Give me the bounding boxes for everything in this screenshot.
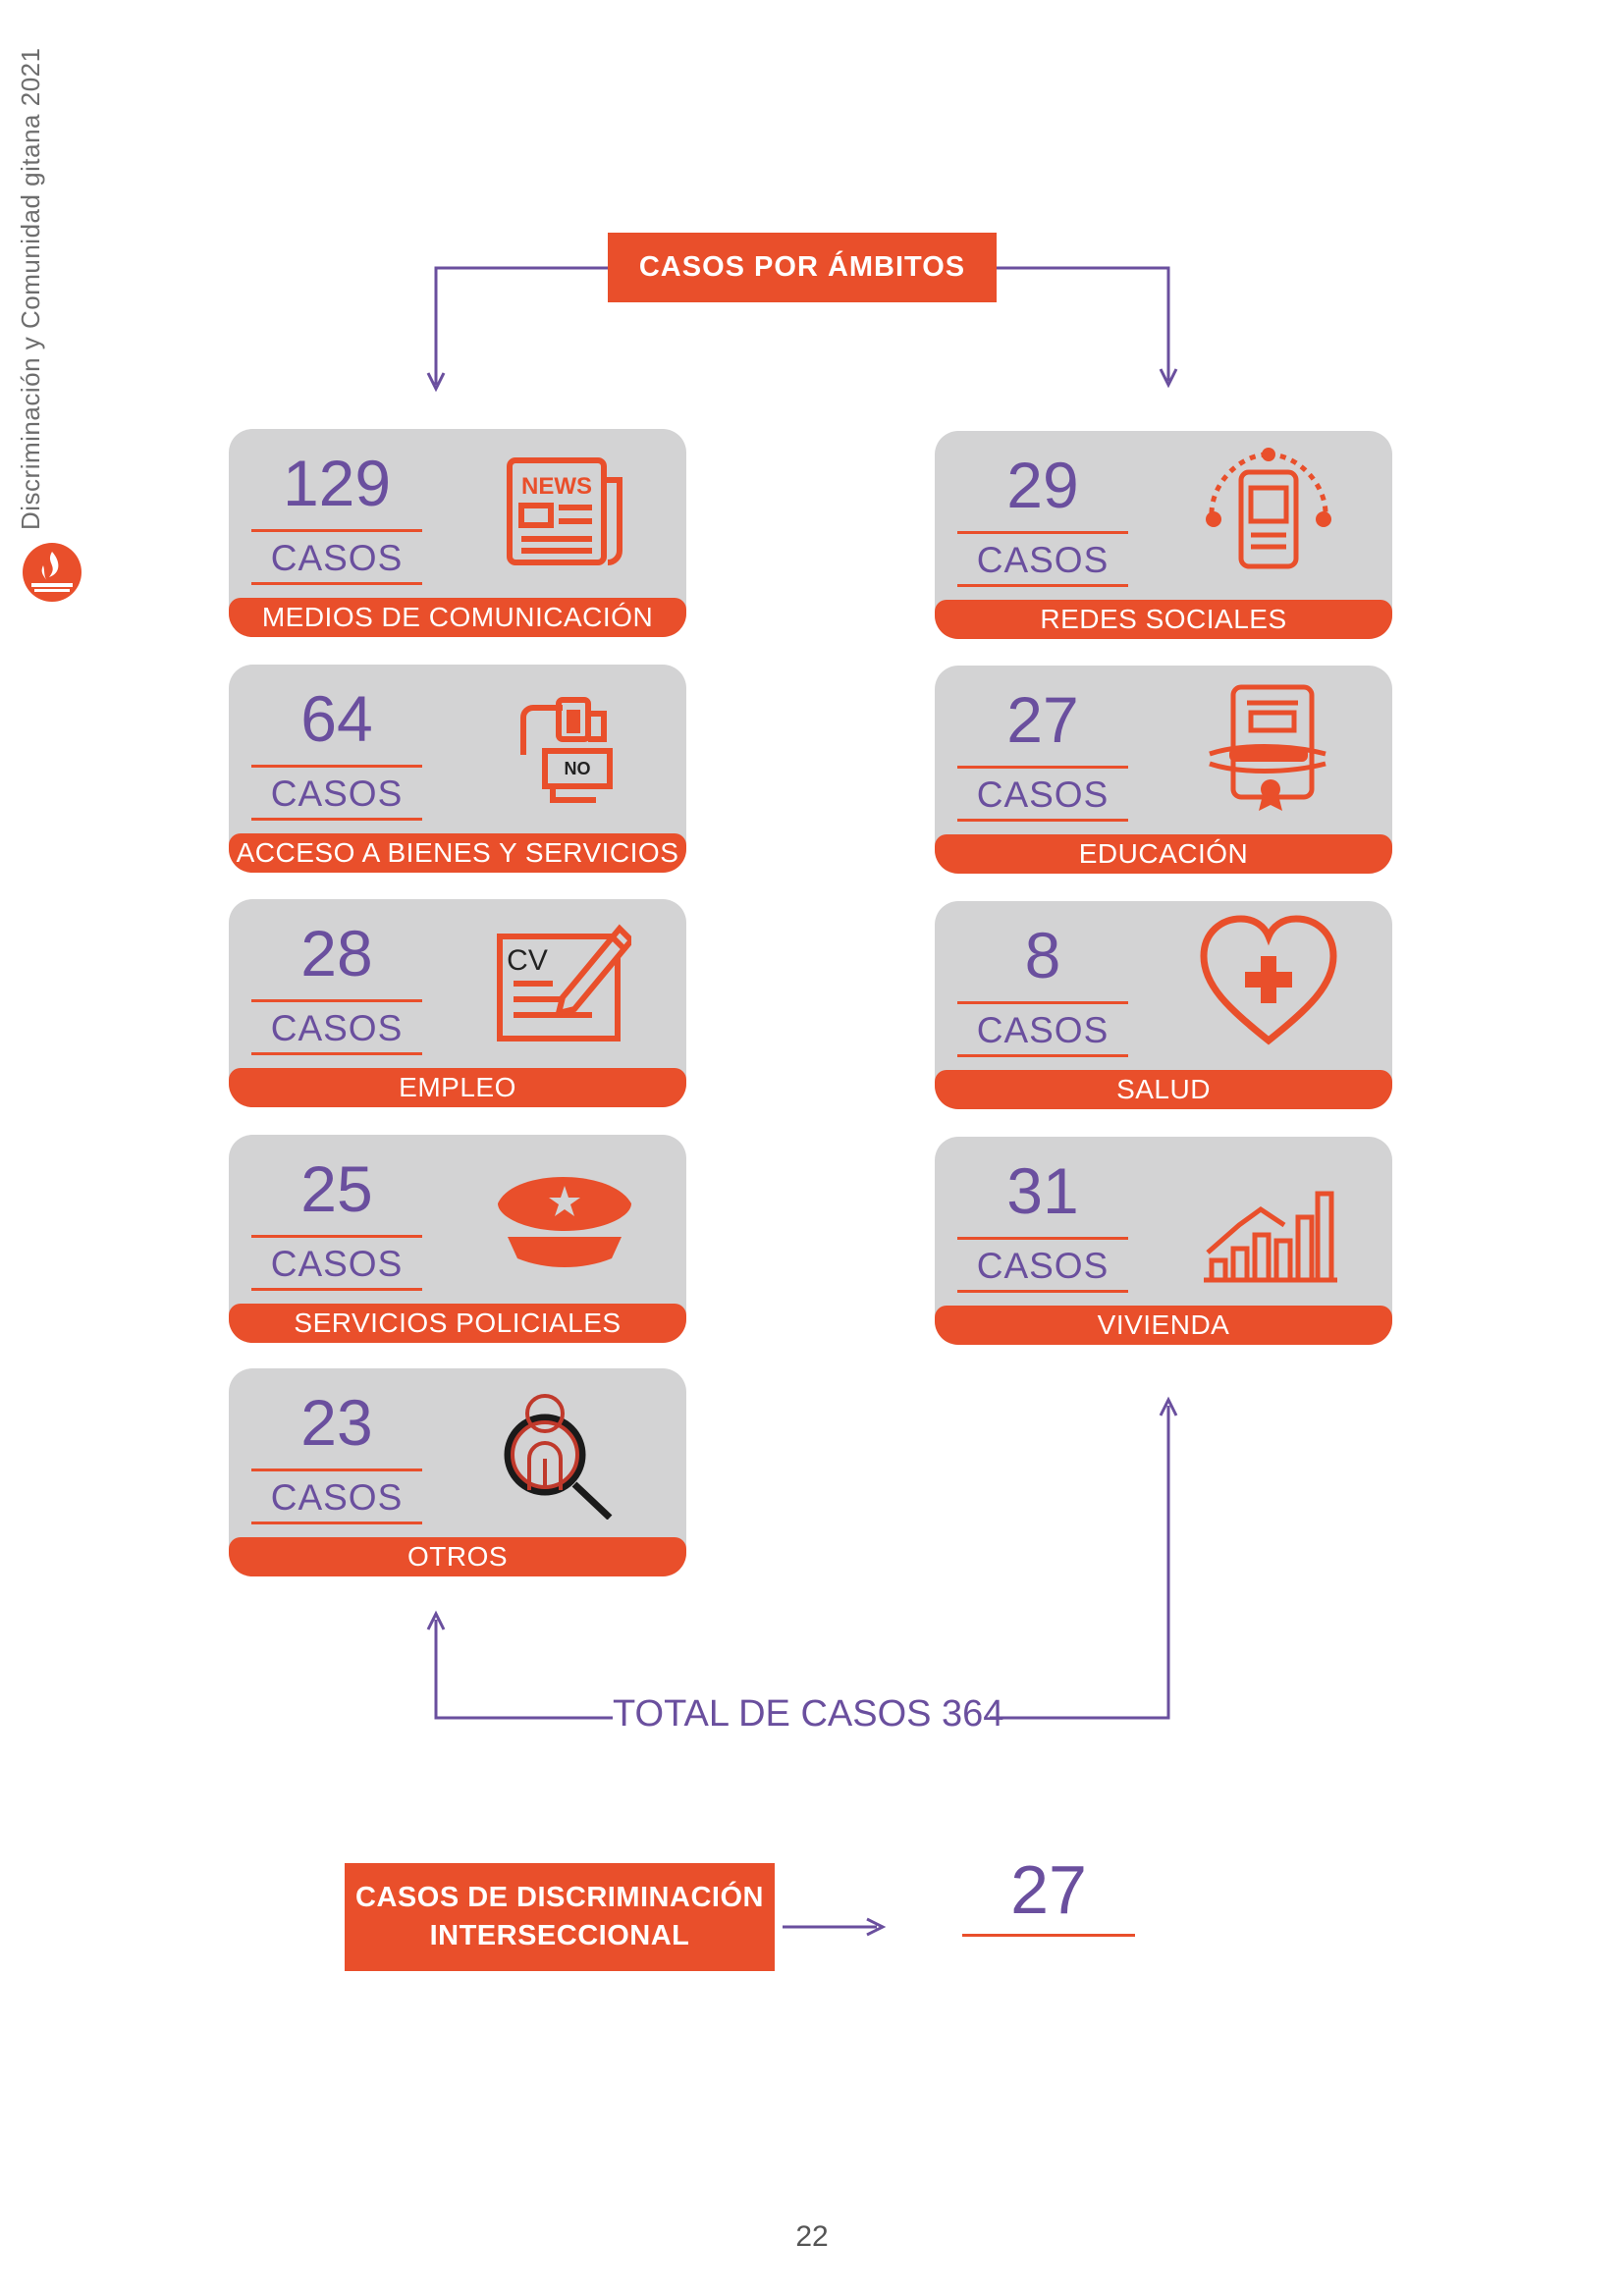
svg-text:CV: CV	[507, 944, 548, 977]
intersectional-line-1: CASOS DE DISCRIMINACIÓN	[355, 1881, 764, 1913]
card-count: 27	[1006, 683, 1079, 756]
card-rule	[251, 1522, 422, 1524]
card-rule	[251, 999, 422, 1002]
card-count: 23	[300, 1386, 373, 1459]
card-educacion: 27 CASOS EDUCACIÓN	[935, 666, 1392, 874]
fire-flame-logo-icon	[23, 543, 81, 602]
page-number: 22	[795, 2220, 829, 2253]
card-count: 31	[1006, 1154, 1079, 1227]
card-rule	[251, 1468, 422, 1471]
card-rule	[957, 1290, 1128, 1293]
svg-text:NO: NO	[565, 759, 591, 778]
card-count: 28	[300, 917, 373, 989]
card-rule	[251, 818, 422, 821]
intersectional-rule	[962, 1934, 1135, 1937]
card-unit: CASOS	[976, 540, 1110, 580]
card-rule	[957, 766, 1128, 769]
card-unit: CASOS	[976, 1010, 1110, 1050]
intersectional-value: 27	[1010, 1851, 1087, 1928]
card-rule	[251, 765, 422, 768]
cv-document-pencil-icon: CV	[497, 924, 631, 1041]
card-label-bar: SALUD	[935, 1070, 1392, 1109]
card-servicios-policiales: 25 CASOS SERVICIOS POLICIALES	[229, 1135, 686, 1343]
police-cap-icon	[498, 1177, 631, 1267]
card-label-bar: MEDIOS DE COMUNICACIÓN	[229, 598, 686, 637]
card-vivienda: 31 CASOS VIVIENDA	[935, 1137, 1392, 1345]
card-rule	[251, 1235, 422, 1238]
card-unit: CASOS	[976, 1246, 1110, 1286]
header-title-box: CASOS POR ÁMBITOS	[608, 233, 997, 302]
card-count: 29	[1006, 449, 1079, 521]
person-magnifier-icon	[504, 1394, 613, 1520]
card-count: 64	[300, 682, 373, 755]
intersectional-box: CASOS DE DISCRIMINACIÓN INTERSECCIONAL	[345, 1863, 775, 1971]
card-count: 25	[300, 1152, 373, 1225]
card-rule	[957, 1237, 1128, 1240]
housing-bar-chart-icon	[1204, 1191, 1337, 1283]
card-label-bar: EDUCACIÓN	[935, 834, 1392, 874]
card-rule	[251, 529, 422, 532]
card-empleo: 28 CASOS CV EMPLEO	[229, 899, 686, 1107]
card-otros: 23 CASOS OTROS	[229, 1368, 686, 1576]
card-rule	[957, 1001, 1128, 1004]
card-label-bar: OTROS	[229, 1537, 686, 1576]
card-unit: CASOS	[270, 538, 404, 578]
intersectional-line-2: INTERSECCIONAL	[429, 1920, 690, 1951]
card-rule	[251, 1052, 422, 1055]
card-label-bar: SERVICIOS POLICIALES	[229, 1304, 686, 1343]
card-unit: CASOS	[270, 1244, 404, 1284]
card-rule	[251, 582, 422, 585]
card-rule	[957, 1054, 1128, 1057]
card-rule	[957, 531, 1128, 534]
card-rule	[957, 819, 1128, 822]
heart-plus-icon	[1200, 915, 1337, 1045]
card-redes-sociales: 29 CASOS REDES SOCIALES	[935, 431, 1392, 639]
card-label-bar: EMPLEO	[229, 1068, 686, 1107]
no-access-sign-icon: NO	[520, 697, 613, 803]
total-cases-label: TOTAL DE CASOS 364	[613, 1693, 1004, 1735]
card-count: 8	[1024, 919, 1061, 991]
card-unit: CASOS	[270, 1477, 404, 1518]
card-unit: CASOS	[270, 1008, 404, 1048]
card-unit: CASOS	[976, 774, 1110, 815]
card-rule	[957, 584, 1128, 587]
card-label-bar: VIVIENDA	[935, 1306, 1392, 1345]
card-salud: 8 CASOS SALUD	[935, 901, 1392, 1109]
newspaper-icon: NEWS	[507, 457, 623, 565]
svg-text:NEWS: NEWS	[521, 473, 592, 500]
card-acceso-bienes-servicios: 64 CASOS NO ACCESO A BIENES Y SERVICIOS	[229, 665, 686, 873]
card-label-bar: REDES SOCIALES	[935, 600, 1392, 639]
card-unit: CASOS	[270, 774, 404, 814]
card-count: 129	[282, 447, 392, 519]
card-label-bar: ACCESO A BIENES Y SERVICIOS	[229, 833, 686, 873]
diploma-book-icon	[1209, 684, 1326, 811]
card-medios-de-comunicacion: 129 CASOS NEWS MEDIOS DE COMUNICACIÓN	[229, 429, 686, 637]
social-network-device-icon	[1206, 448, 1331, 569]
card-rule	[251, 1288, 422, 1291]
